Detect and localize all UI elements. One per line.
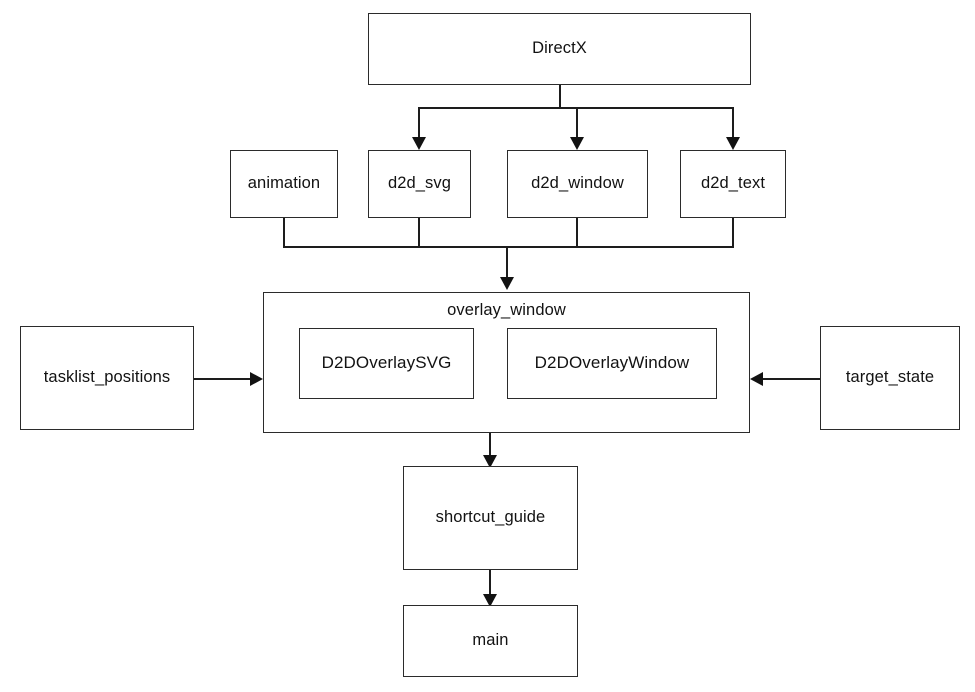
arrowhead-overlay-right: [750, 372, 763, 386]
arrowhead-overlay-window: [500, 277, 514, 290]
edge-animation-stub: [283, 218, 285, 248]
edge-overlay-to-shortcut-guide: [489, 433, 491, 468]
edge-d2d-window-stub: [576, 218, 578, 248]
node-main[interactable]: main: [403, 605, 578, 677]
node-label-d2d-window: d2d_window: [531, 174, 624, 193]
arrowhead-d2d-svg: [412, 137, 426, 150]
edge-merge-to-overlay-window: [506, 246, 508, 279]
edge-overlay-merge-bus: [283, 246, 734, 248]
edge-d2d-svg-stub: [418, 218, 420, 248]
edge-directx-trunk: [559, 85, 561, 108]
arrowhead-d2d-text: [726, 137, 740, 150]
node-label-d2d-svg: d2d_svg: [387, 174, 452, 193]
node-d2d-window[interactable]: d2d_window: [507, 150, 648, 218]
arrowhead-main: [483, 594, 497, 607]
arrowhead-d2d-window: [570, 137, 584, 150]
arrowhead-shortcut-guide: [483, 455, 497, 468]
node-label-d2d-text: d2d_text: [700, 174, 766, 193]
edge-tasklist-to-overlay: [194, 378, 250, 380]
node-label-overlay-window: overlay_window: [447, 301, 566, 319]
node-label-d2doverlaywindow: D2DOverlayWindow: [534, 353, 690, 373]
edge-shortcut-guide-to-main: [489, 570, 491, 605]
node-d2doverlaywindow[interactable]: D2DOverlayWindow: [507, 328, 717, 399]
node-target-state[interactable]: target_state: [820, 326, 960, 430]
edge-directx-to-d2d-window: [576, 107, 578, 139]
node-label-directx: DirectX: [532, 39, 587, 58]
node-label-main: main: [472, 631, 509, 650]
edge-d2d-text-stub: [732, 218, 734, 248]
node-label-shortcut-guide: shortcut_guide: [435, 508, 546, 527]
node-shortcut-guide[interactable]: shortcut_guide: [403, 466, 578, 570]
node-label-d2doverlaysvg: D2DOverlaySVG: [321, 353, 452, 373]
node-label-animation: animation: [247, 174, 321, 193]
node-label-target-state: target_state: [845, 368, 935, 387]
node-d2d-text[interactable]: d2d_text: [680, 150, 786, 218]
edge-target-state-to-overlay: [763, 378, 820, 380]
arrowhead-overlay-left: [250, 372, 263, 386]
edge-directx-to-d2d-svg: [418, 107, 420, 139]
node-directx[interactable]: DirectX: [368, 13, 751, 85]
node-d2d-svg[interactable]: d2d_svg: [368, 150, 471, 218]
edge-directx-to-d2d-text: [732, 107, 734, 139]
node-d2doverlaysvg[interactable]: D2DOverlaySVG: [299, 328, 474, 399]
node-label-tasklist-positions: tasklist_positions: [43, 368, 171, 387]
node-tasklist-positions[interactable]: tasklist_positions: [20, 326, 194, 430]
node-animation[interactable]: animation: [230, 150, 338, 218]
